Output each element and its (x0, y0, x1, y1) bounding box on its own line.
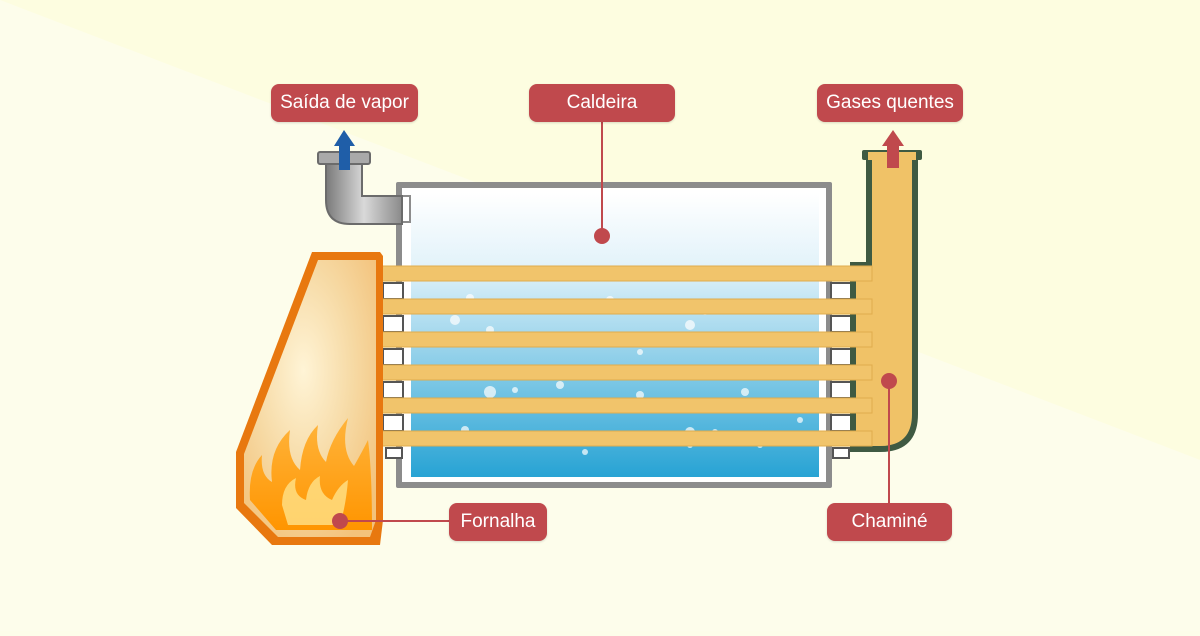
label-hot-gases: Gases quentes (817, 84, 963, 122)
label-boiler: Caldeira (529, 84, 675, 122)
label-steam-outlet: Saída de vapor (271, 84, 418, 122)
furnace-marker (332, 513, 348, 529)
fire-tubes (377, 265, 873, 447)
boiler-marker (594, 228, 610, 244)
label-chimney: Chaminé (827, 503, 952, 541)
chimney-marker (881, 373, 897, 389)
leader-lines (340, 122, 890, 522)
label-furnace: Fornalha (449, 503, 547, 541)
leader-dots (332, 228, 897, 529)
flame-highlights (282, 476, 348, 525)
steam-arrow-icon (334, 130, 355, 170)
hot-gas-arrow-icon (882, 130, 904, 168)
